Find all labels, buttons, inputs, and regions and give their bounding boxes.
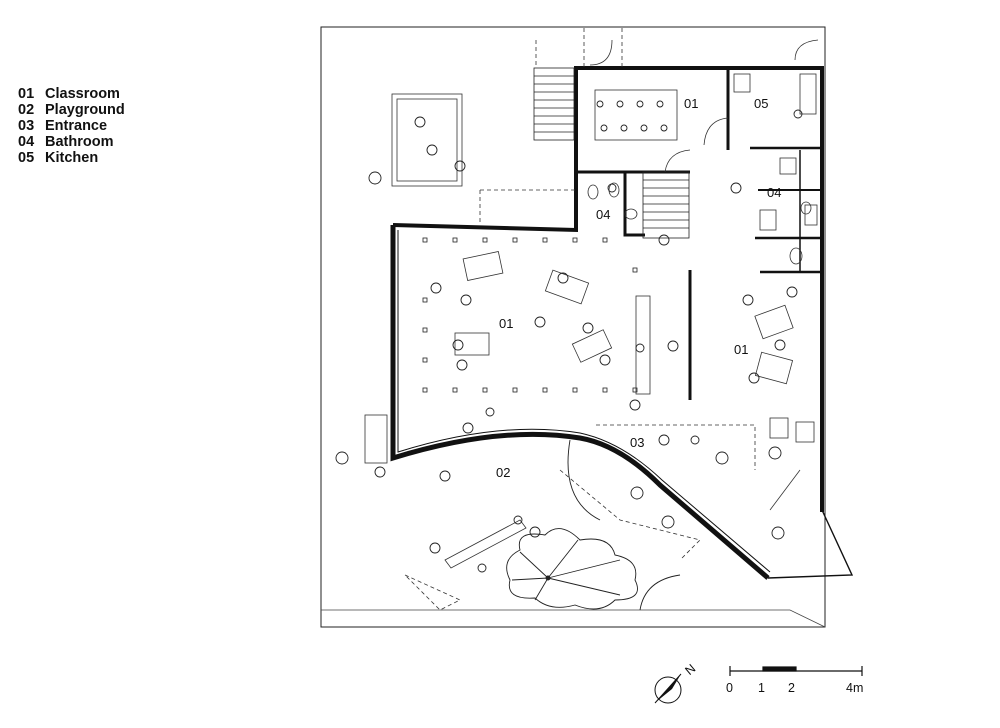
scale-bar	[729, 666, 863, 676]
room-label-bathroom-left: 04	[596, 207, 610, 222]
scale-label-0: 0	[726, 681, 733, 695]
people-figures	[335, 100, 803, 573]
room-label-bathroom-right: 04	[767, 185, 781, 200]
room-label-classroom-top: 01	[684, 96, 698, 111]
furniture	[364, 73, 818, 569]
toilet-fixtures	[587, 157, 812, 265]
column-grid	[422, 237, 638, 393]
wall-inner-line	[397, 230, 771, 573]
room-label-classroom-right: 01	[734, 342, 748, 357]
room-label-kitchen: 05	[754, 96, 768, 111]
north-label: N	[682, 661, 698, 678]
scale-label-4m: 4m	[846, 681, 863, 695]
scale-label-1: 1	[758, 681, 765, 695]
overhead-lines	[404, 28, 756, 611]
room-label-classroom-main: 01	[499, 316, 513, 331]
north-arrow-icon	[654, 673, 682, 704]
stairs	[533, 67, 690, 239]
doors	[589, 39, 819, 173]
scale-label-2: 2	[788, 681, 795, 695]
room-label-playground: 02	[496, 465, 510, 480]
room-label-entrance: 03	[630, 435, 644, 450]
tree	[506, 439, 681, 611]
site-boundary	[320, 26, 826, 628]
site-edge-line	[321, 609, 826, 628]
